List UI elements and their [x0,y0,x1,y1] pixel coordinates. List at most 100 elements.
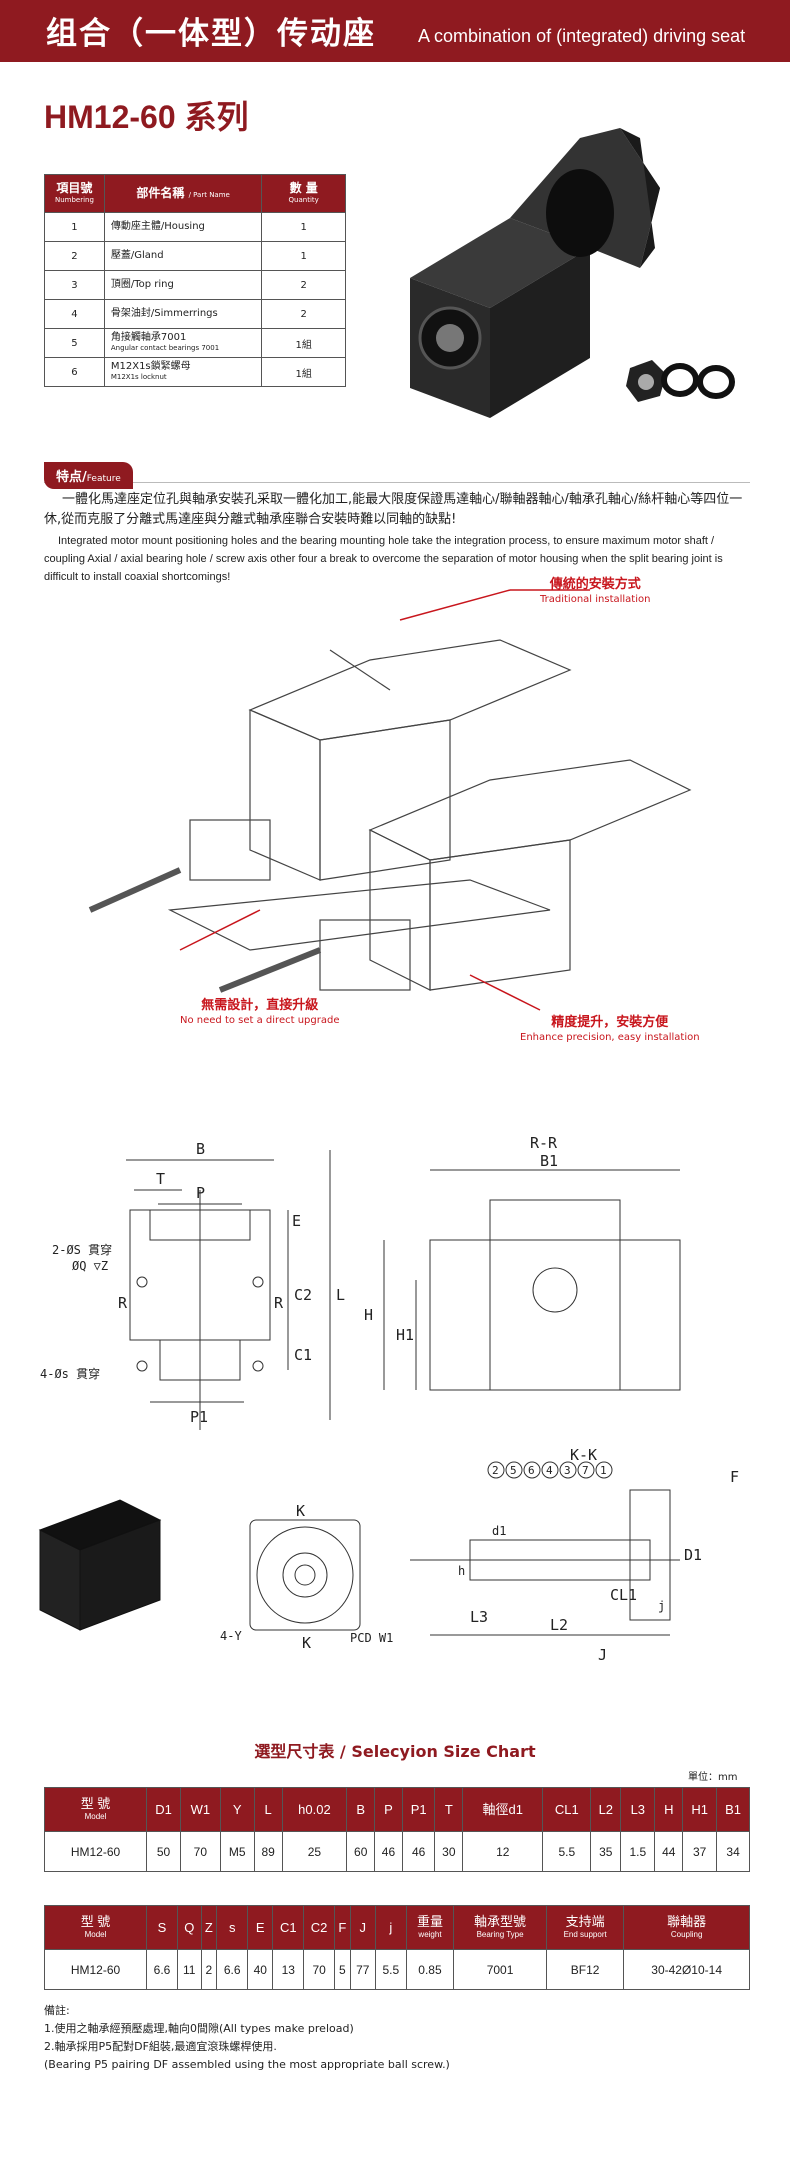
cell: 77 [349,1949,376,1990]
parts-header-name: 部件名稱 / Part Name [103,174,263,213]
dim-label: K [296,1502,305,1520]
balloon-label: 7 [582,1464,589,1477]
title-cn: 组合（一体型）传动座 [46,16,376,52]
cell: 34 [716,1831,750,1872]
dim-label: L3 [470,1608,488,1626]
dim-label: F [730,1468,739,1486]
column-header: Q [176,1905,202,1950]
cell: HM12-60 [44,1949,147,1990]
cell: 25 [281,1831,348,1872]
dim-label: H [364,1306,373,1324]
dim-label: R [274,1294,284,1312]
product-photo [410,128,735,418]
dim-label: H1 [396,1326,414,1344]
column-header: B [346,1787,376,1832]
balloon-labels: 2 5 6 4 3 7 1 [487,1461,613,1479]
cell: 11 [176,1949,202,1990]
cell: 2 [200,1949,218,1990]
column-header: P [374,1787,403,1832]
column-header: P1 [401,1787,436,1832]
cell: HM12-60 [44,1831,147,1872]
column-header: E [247,1905,274,1950]
dim-label: ØQ ▽Z [72,1259,108,1273]
dim-label: j [658,1599,665,1613]
cell: 2 [261,270,346,300]
cell: M5 [219,1831,255,1872]
dim-label: D1 [684,1546,702,1564]
dim-label: P [196,1184,205,1202]
technical-drawings: B T P E C2 L C1 P1 2-ØS 貫穿 ØQ ▽Z R R 4-Ø… [38,1134,739,1664]
dim-label: C2 [294,1286,312,1304]
dim-label: PCD W1 [350,1631,393,1645]
cell: 7001 [453,1949,547,1990]
column-header: Y [219,1787,255,1832]
dim-label: L2 [550,1616,568,1634]
assembly-illustration [88,589,692,1011]
cell: 4 [44,299,105,329]
dim-label: L [336,1286,345,1304]
cell: 13 [272,1949,305,1990]
dim-label: 4-Øs 貫穿 [40,1366,100,1381]
column-header: Z [200,1905,218,1950]
column-header: h0.02 [281,1787,348,1832]
column-header: CL1 [542,1787,592,1832]
cell: 骨架油封/Simmerrings [103,299,263,329]
dim-label: CL1 [610,1586,637,1604]
cell: 壓蓋/Gland [103,241,263,271]
notes: 備註: 1.使用之軸承經預壓處理,軸向0間隙(All types make pr… [44,2002,450,2074]
dim-label: 2-ØS 貫穿 [52,1242,112,1257]
cell: 30-42Ø10-14 [623,1949,750,1990]
column-header: H1 [682,1787,718,1832]
balloon-label: 1 [600,1464,607,1477]
ring-icon [661,363,699,397]
dim-label: K-K [570,1446,597,1464]
series-title: HM12-60 系列 [44,99,249,135]
column-header: 軸徑d1 [462,1787,544,1832]
locknut-icon [626,360,666,402]
note-line: (Bearing P5 pairing DF assembled using t… [44,2058,450,2071]
title-en: A combination of (integrated) driving se… [418,26,746,46]
cell: 5.5 [542,1831,592,1872]
cell: 1.5 [620,1831,656,1872]
cell: 1 [44,212,105,242]
cell: 1 [261,212,346,242]
column-header: J [349,1905,376,1950]
balloon-label: 2 [492,1464,499,1477]
feature-divider [44,482,750,483]
dim-label: T [156,1170,165,1188]
cell: 6.6 [146,1949,178,1990]
dim-label: E [292,1212,301,1230]
dim-label: B [196,1140,205,1158]
column-header: W1 [180,1787,221,1832]
dim-label: B1 [540,1152,558,1170]
column-header: H [654,1787,684,1832]
cell: 5 [334,1949,351,1990]
cell: 70 [180,1831,221,1872]
column-header: T [434,1787,464,1832]
feature-tag: 特点/Feature [44,462,133,489]
note-line: 2.軸承採用P5配對DF組裝,最適宜滾珠螺桿使用. [44,2040,277,2053]
cell: 1組 [261,328,346,358]
column-header: S [146,1905,178,1950]
balloon-label: 4 [546,1464,553,1477]
note-line: 1.使用之軸承經預壓處理,軸向0間隙(All types make preloa… [44,2022,354,2035]
dim-label: J [598,1646,607,1664]
cell: 30 [434,1831,464,1872]
column-header: L [253,1787,283,1832]
